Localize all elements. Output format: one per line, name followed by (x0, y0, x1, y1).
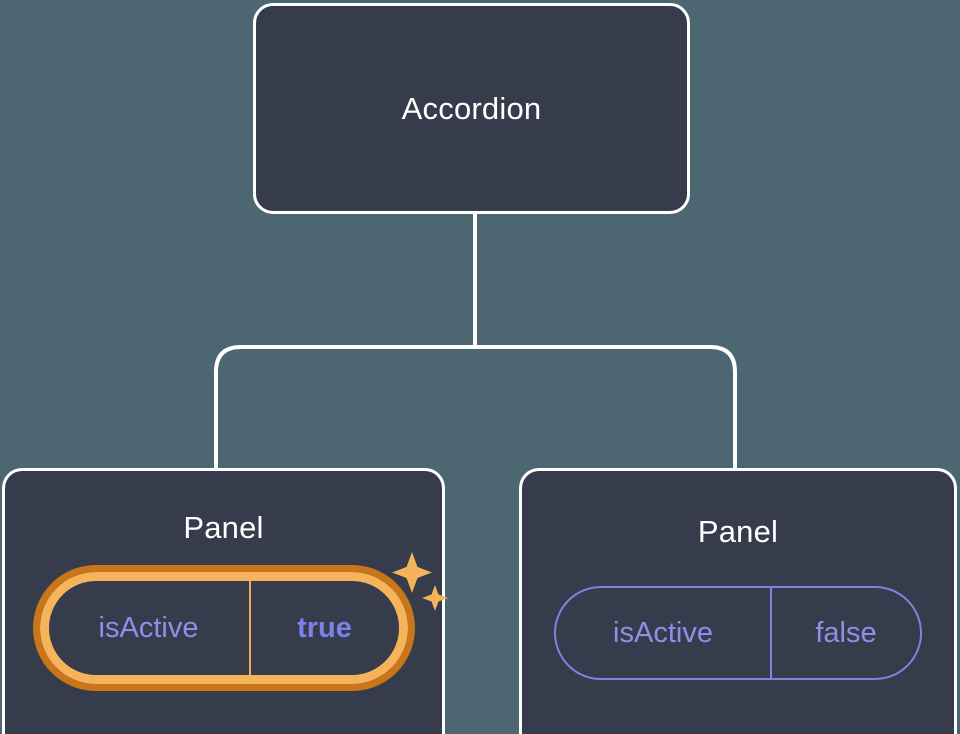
prop-pill-active-wrapper: isActive true (32, 552, 448, 691)
node-accordion[interactable]: Accordion (253, 3, 690, 214)
prop-pill-key-text: isActive (613, 616, 713, 649)
node-panel-active[interactable]: Panel isActive true (2, 468, 448, 734)
node-panel-active-label: Panel (183, 510, 264, 545)
node-panel-inactive-label: Panel (697, 514, 779, 549)
prop-pill-key-cell: isActive (49, 581, 251, 675)
node-accordion-label: Accordion (401, 90, 542, 126)
prop-pill-value-cell: false (772, 588, 920, 678)
prop-pill-isactive-true[interactable]: isActive true (32, 565, 415, 691)
prop-pill-value-text: false (815, 616, 877, 649)
prop-pill-inactive-wrapper: isActive false (554, 586, 922, 680)
sparkle-large-icon (391, 552, 432, 593)
connector-branch-bus (214, 345, 737, 468)
prop-pill-key-cell: isActive (556, 588, 772, 678)
prop-pill-value-cell: true (251, 581, 399, 675)
prop-pill-key-text: isActive (98, 611, 199, 644)
node-panel-inactive[interactable]: Panel isActive false (519, 468, 957, 734)
prop-pill-value-text: true (297, 611, 352, 644)
prop-pill-isactive-false[interactable]: isActive false (554, 586, 922, 680)
sparkle-small-icon (421, 585, 448, 611)
